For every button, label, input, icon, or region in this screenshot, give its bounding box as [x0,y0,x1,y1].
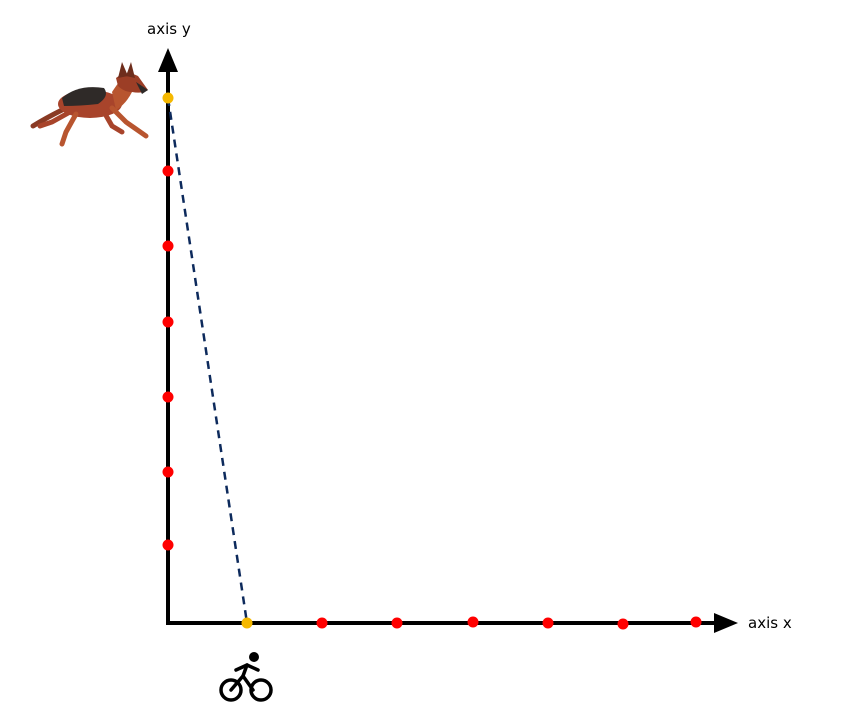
y-point [162,316,174,328]
x-point [542,617,554,629]
x-point [617,618,629,630]
y-point [162,391,174,403]
y-axis-arrowhead [158,48,178,72]
dog-position-point [162,92,174,104]
x-axis-label: axis x [748,614,792,632]
x-point [316,617,328,629]
y-point [162,539,174,551]
y-axis-label: axis y [147,20,191,38]
x-point [467,616,479,628]
cyclist-position-point [241,617,253,629]
y-axis-points [162,165,174,551]
y-point [162,165,174,177]
cyclist-icon [219,652,273,702]
dashed-connection-line [166,97,249,624]
x-axis-arrowhead [714,613,738,633]
x-point [690,616,702,628]
x-axis-points [316,616,702,630]
x-point [391,617,403,629]
y-point [162,240,174,252]
y-point [162,466,174,478]
running-dog-icon [30,62,149,147]
